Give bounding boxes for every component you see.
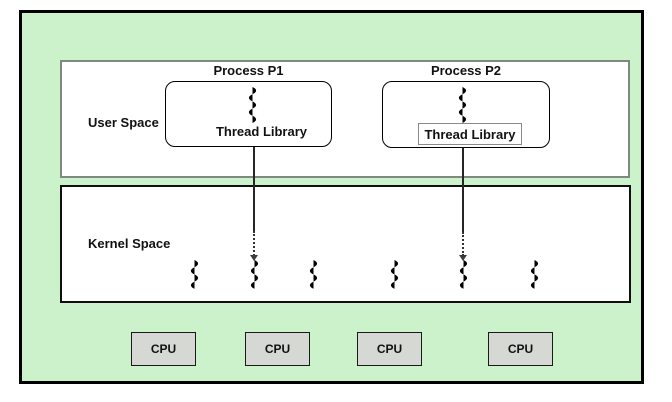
- cpu-box: CPU: [245, 332, 310, 366]
- process-p2-title: Process P2: [430, 63, 502, 78]
- mapping-line-p1-dotted: [253, 231, 255, 256]
- arrow-down-icon: [459, 255, 467, 261]
- thread-library-label-p1: Thread Library: [215, 124, 308, 139]
- kernel-thread-icon: [530, 260, 539, 289]
- kernel-space-label: Kernel Space: [88, 236, 171, 251]
- kernel-thread-icon: [309, 260, 318, 289]
- thread-library-label-p2: Thread Library: [424, 126, 516, 142]
- process-p1-title: Process P1: [213, 63, 284, 78]
- mapping-line-p1-solid: [253, 147, 255, 231]
- process-p2-box: [382, 81, 550, 148]
- kernel-thread-icon: [459, 260, 468, 289]
- mapping-line-p2-solid: [462, 148, 464, 232]
- cpu-label: CPU: [507, 342, 534, 356]
- system-boundary: User Space Process P1 Thread Library Pro…: [19, 10, 644, 384]
- cpu-box: CPU: [131, 332, 196, 366]
- cpu-box: CPU: [488, 332, 553, 366]
- user-thread-icon: [458, 87, 467, 123]
- kernel-thread-icon: [250, 260, 259, 289]
- cpu-label: CPU: [376, 342, 403, 356]
- cpu-label: CPU: [150, 342, 177, 356]
- user-thread-icon: [248, 87, 257, 123]
- kernel-space-panel: [60, 185, 631, 303]
- mapping-line-p2-dotted: [462, 232, 464, 256]
- arrow-down-icon: [250, 255, 258, 261]
- cpu-label: CPU: [264, 342, 291, 356]
- user-space-label: User Space: [88, 115, 159, 130]
- process-p1-box: [165, 81, 332, 147]
- kernel-thread-icon: [190, 260, 199, 289]
- cpu-box: CPU: [357, 332, 422, 366]
- kernel-thread-icon: [390, 260, 399, 289]
- thread-library-box-p2: Thread Library: [418, 123, 522, 145]
